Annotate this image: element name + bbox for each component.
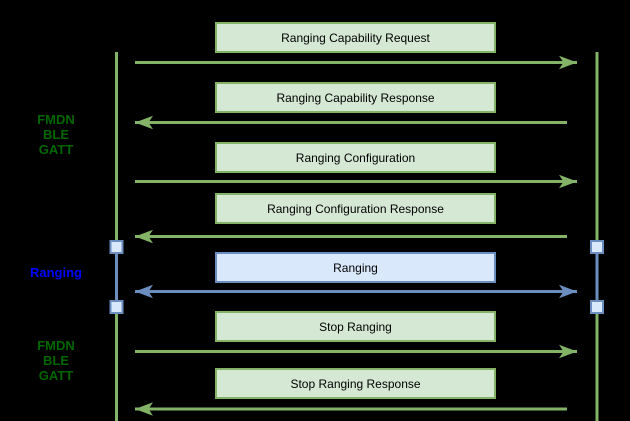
message-box-ranging-configuration-response: Ranging Configuration Response	[215, 193, 496, 224]
message-box-ranging-capability-response: Ranging Capability Response	[215, 82, 496, 113]
message-box-ranging-configuration: Ranging Configuration	[215, 142, 496, 173]
phase-label-line: FMDN	[37, 112, 75, 127]
phase-label-line: GATT	[38, 368, 74, 383]
phase-label-fmdn-ble-gatt-top: FMDN BLE GATT	[16, 112, 96, 157]
phase-label-line: GATT	[38, 142, 74, 157]
message-box-ranging-capability-request: Ranging Capability Request	[215, 22, 496, 53]
phase-label-ranging: Ranging	[16, 265, 96, 280]
phase-label-line: BLE	[43, 127, 69, 142]
phase-label-line: BLE	[43, 353, 69, 368]
phase-label-line: FMDN	[37, 338, 75, 353]
message-box-ranging: Ranging	[215, 252, 496, 283]
activation-marker-right-bottom	[590, 300, 604, 314]
activation-marker-left-top	[109, 240, 124, 254]
activation-marker-left-bottom	[109, 300, 124, 314]
activation-marker-right-top	[590, 240, 604, 254]
phase-label-fmdn-ble-gatt-bottom: FMDN BLE GATT	[16, 338, 96, 383]
message-box-stop-ranging: Stop Ranging	[215, 311, 496, 342]
message-box-stop-ranging-response: Stop Ranging Response	[215, 368, 496, 399]
phase-label-line: Ranging	[30, 265, 82, 280]
